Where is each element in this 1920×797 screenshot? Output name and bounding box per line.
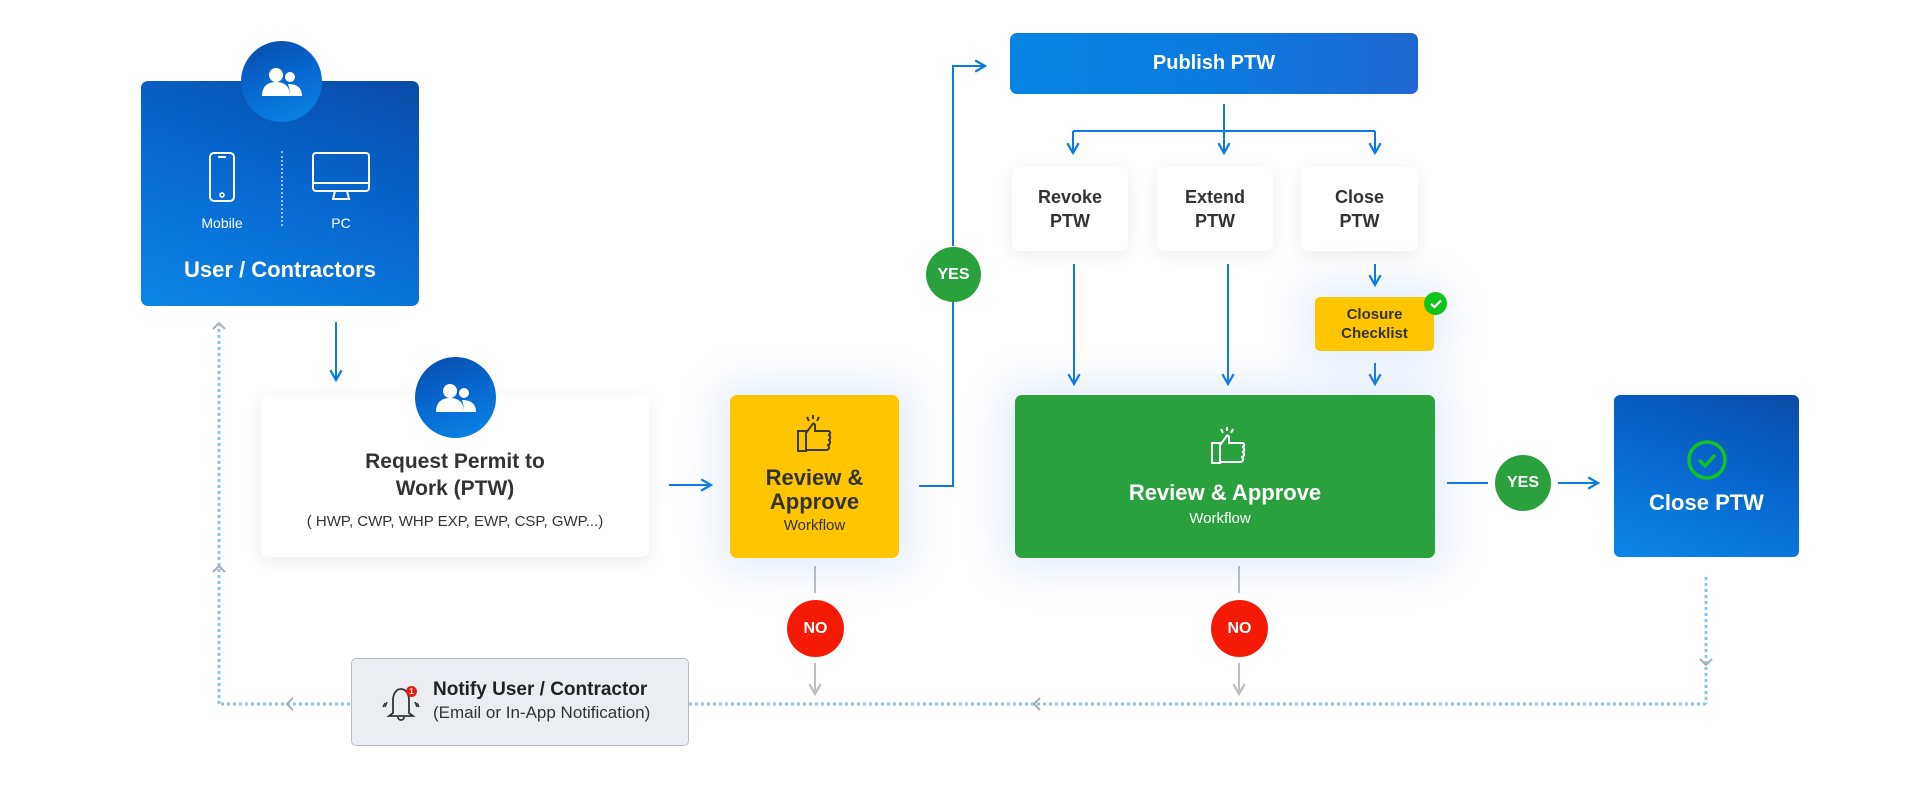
device-divider	[281, 151, 283, 226]
mobile-label: Mobile	[201, 215, 243, 231]
close-ptw-action-label-2: PTW	[1339, 211, 1380, 231]
thumbs-up-icon	[1211, 427, 1246, 464]
request-permit-title-2: Work (PTW)	[395, 477, 515, 500]
review-approve-node-1[interactable]: Review & Approve Workflow	[730, 395, 899, 558]
close-ptw-node[interactable]: Close PTW	[1614, 395, 1799, 557]
yes-decision-1: YES	[926, 247, 981, 302]
review-approve-2-title: Review & Approve	[1128, 480, 1322, 505]
yes-decision-2: YES	[1495, 455, 1551, 511]
review-approve-1-title-1: Review &	[765, 465, 864, 490]
pc-label: PC	[331, 215, 351, 231]
check-badge-icon	[1424, 292, 1447, 315]
extend-ptw-label-2: PTW	[1195, 211, 1235, 231]
extend-ptw-label-1: Extend	[1184, 187, 1245, 207]
closure-checklist-node[interactable]: Closure Checklist	[1315, 297, 1434, 351]
mobile-phone-icon	[209, 152, 235, 202]
closure-checklist-label-1: Closure	[1346, 306, 1403, 323]
publish-ptw-title: Publish PTW	[1152, 52, 1276, 74]
users-icon	[415, 357, 496, 438]
thumbs-up-icon	[797, 415, 832, 452]
pc-device: PC	[301, 151, 381, 231]
chevron-up-icon	[212, 564, 226, 573]
no-decision-1: NO	[787, 600, 844, 657]
revoke-ptw-label-2: PTW	[1050, 211, 1090, 231]
close-ptw-action-node[interactable]: Close PTW	[1301, 167, 1418, 251]
extend-ptw-node[interactable]: Extend PTW	[1157, 167, 1273, 251]
review-approve-node-2[interactable]: Review & Approve Workflow	[1015, 395, 1435, 558]
revoke-ptw-label-1: Revoke	[1037, 187, 1103, 207]
review-approve-1-title-2: Approve	[769, 489, 860, 514]
user-contractors-title: User / Contractors	[184, 257, 376, 282]
closure-checklist-label-2: Checklist	[1341, 325, 1408, 342]
notification-badge-count: 1	[409, 687, 414, 696]
arrow-yes-to-publish	[952, 59, 988, 246]
close-ptw-action-label-1: Close	[1334, 187, 1385, 207]
request-permit-title-1: Request Permit to	[365, 450, 545, 473]
close-ptw-title: Close PTW	[1649, 490, 1764, 515]
notify-title: Notify User / Contractor	[433, 679, 648, 700]
notify-subtitle: (Email or In-App Notification)	[433, 703, 651, 722]
chevron-left-icon	[285, 697, 294, 711]
review-approve-1-subtitle: Workflow	[783, 517, 846, 534]
request-permit-subtitle: ( HWP, CWP, WHP EXP, EWP, CSP, GWP...)	[306, 513, 604, 530]
revoke-ptw-node[interactable]: Revoke PTW	[1012, 167, 1128, 251]
users-icon	[241, 41, 322, 122]
review-approve-2-subtitle: Workflow	[1189, 510, 1251, 527]
chevron-down-icon	[1699, 658, 1713, 667]
mobile-device: Mobile	[186, 151, 258, 231]
desktop-monitor-icon	[312, 152, 370, 200]
publish-ptw-node[interactable]: Publish PTW	[1010, 33, 1418, 94]
check-circle-icon	[1687, 440, 1727, 480]
chevron-up-icon	[212, 321, 226, 330]
chevron-left-icon	[1032, 697, 1041, 711]
bell-icon	[382, 688, 420, 721]
notify-node[interactable]: 1 Notify User / Contractor (Email or In-…	[351, 658, 689, 746]
connector-review-to-yes	[919, 302, 954, 487]
no-decision-2: NO	[1211, 600, 1268, 657]
notification-badge: 1	[406, 686, 417, 697]
